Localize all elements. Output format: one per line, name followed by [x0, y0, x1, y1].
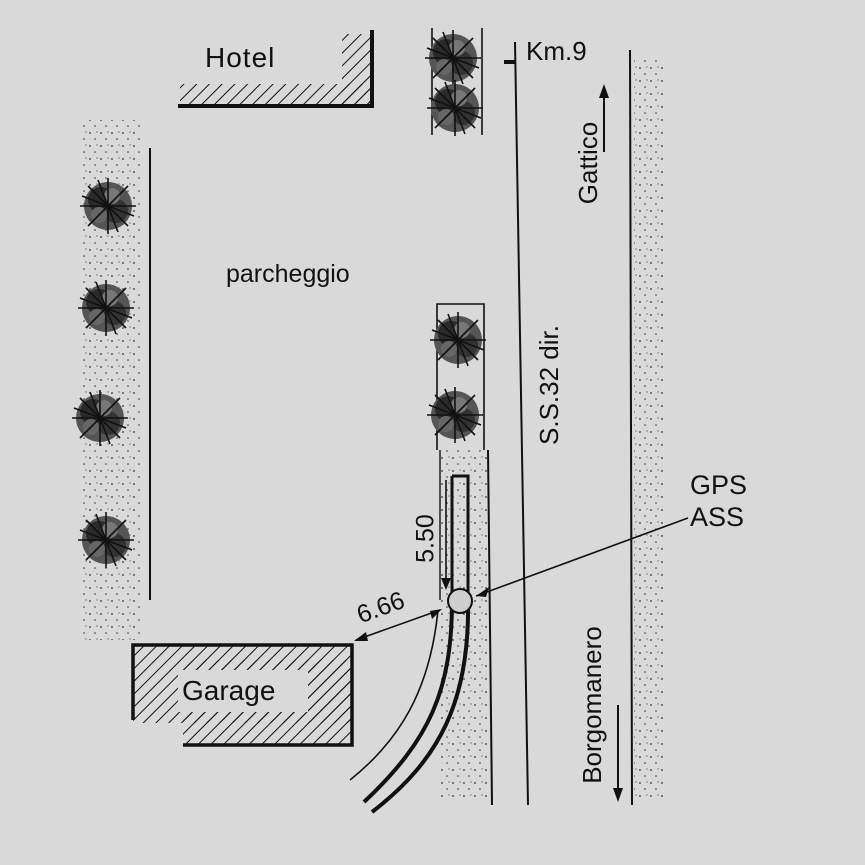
shrub-icon	[426, 386, 484, 444]
gps-leader-arrowhead	[476, 587, 489, 597]
road-edge-right	[629, 49, 633, 806]
road-label: S.S.32 dir.	[534, 325, 564, 445]
dimension-horizontal-arrowhead-right	[430, 609, 442, 619]
arrow-down-icon	[613, 705, 623, 802]
arrow-up-icon	[599, 84, 609, 152]
median-verge	[440, 450, 488, 800]
direction-north-label: Gattico	[573, 121, 603, 205]
dimension-horizontal-arrowhead-left	[354, 632, 368, 641]
road-edge-left	[514, 41, 529, 806]
km-label: Km.9	[526, 36, 587, 66]
dimension-vertical-arrowhead	[441, 578, 451, 590]
shrub-icon	[71, 389, 129, 447]
hotel-building	[178, 30, 374, 108]
gps-leader-line	[475, 517, 689, 597]
right-verge	[634, 60, 664, 800]
shrub-icon	[429, 311, 487, 369]
shrub-icon	[424, 29, 482, 87]
shrub-icon	[426, 79, 484, 137]
parking-label: parcheggio	[226, 260, 350, 288]
access-ramp	[349, 474, 471, 814]
median-lower-right-edge	[487, 449, 493, 806]
garage-building	[131, 643, 354, 747]
gps-label-line1: GPS	[690, 470, 748, 500]
hotel-label: Hotel	[205, 42, 276, 73]
median-middle-outline	[436, 303, 485, 450]
shrub-icon	[77, 279, 135, 337]
dimension-horizontal-line	[355, 609, 441, 641]
direction-south-label: Borgomanero	[577, 626, 607, 784]
shrub-icon	[77, 511, 135, 569]
distance-vertical-label: 5.50	[411, 514, 440, 563]
garage-label: Garage	[182, 675, 276, 706]
gps-point-marker	[447, 588, 473, 614]
gps-label-line2: ASS	[690, 502, 745, 532]
shrub-icon	[79, 177, 137, 235]
